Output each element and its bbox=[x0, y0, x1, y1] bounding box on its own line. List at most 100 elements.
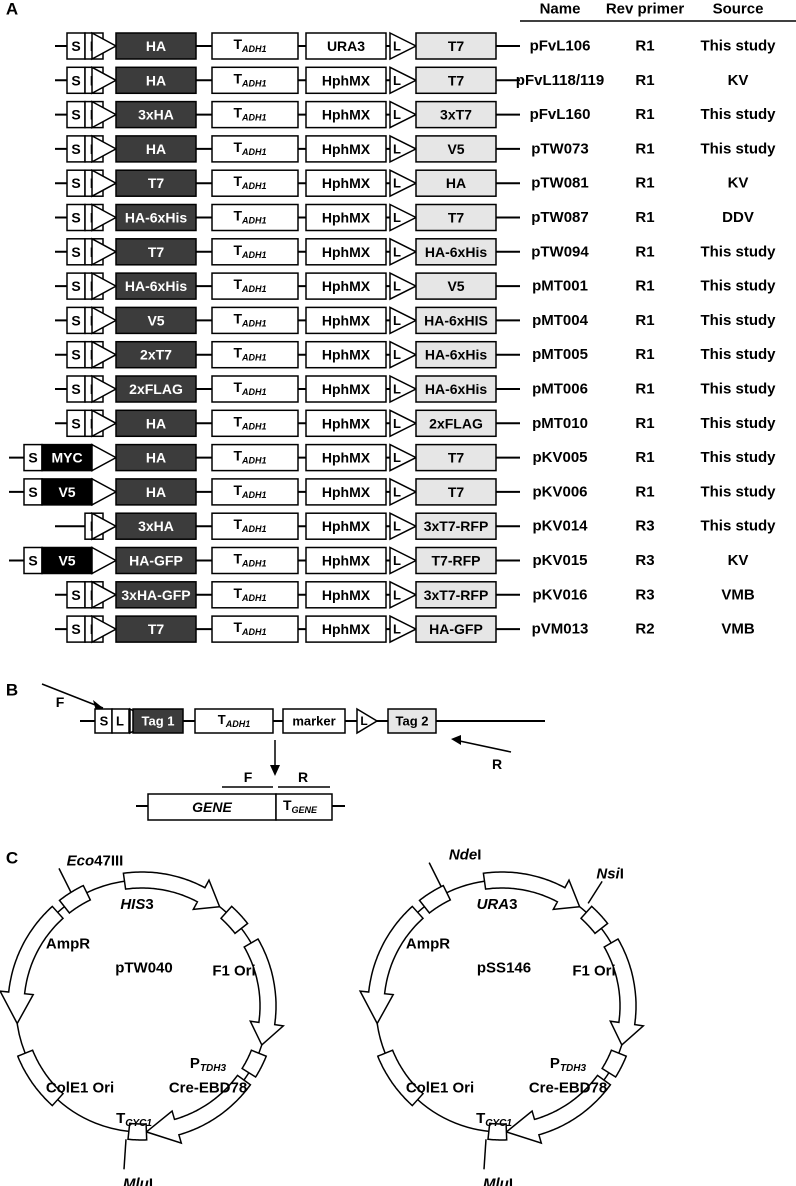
terminator-box bbox=[211, 340, 299, 369]
f1-ori-arrow bbox=[603, 937, 646, 1047]
amp-promoter-box bbox=[58, 884, 92, 915]
tag2-box bbox=[415, 546, 497, 575]
lox-label-l: L bbox=[393, 244, 401, 259]
homology-f-label: F bbox=[244, 769, 253, 785]
lox-triangle bbox=[389, 409, 418, 438]
gene-box bbox=[147, 793, 277, 821]
rev-primer: R1 bbox=[635, 243, 654, 260]
marker-box bbox=[305, 512, 387, 540]
terminator-box bbox=[211, 615, 299, 643]
plasmid-name: pKV005 bbox=[532, 449, 587, 466]
plasmid-name: pKV014 bbox=[532, 518, 588, 535]
source: KV bbox=[728, 552, 749, 569]
b-spacer-label-s: S bbox=[100, 714, 109, 729]
plasmid-name: pKV016 bbox=[532, 586, 587, 603]
terminator-box bbox=[211, 66, 299, 95]
marker-box bbox=[305, 409, 387, 438]
terminator-label: TADH1 bbox=[233, 70, 266, 88]
site2-line bbox=[587, 880, 603, 904]
terminator-box bbox=[211, 581, 299, 609]
marker-box bbox=[305, 272, 387, 300]
linker-triangle bbox=[91, 134, 118, 164]
cre-ebd78-arrow bbox=[504, 1074, 612, 1145]
source: DDV bbox=[722, 209, 754, 226]
terminator-box bbox=[211, 169, 299, 197]
terminator-box bbox=[211, 409, 299, 438]
tag1-box bbox=[115, 478, 197, 506]
rev-primer: R3 bbox=[635, 518, 654, 535]
tag2-label: 3xT7-RFP bbox=[424, 518, 489, 534]
linker-triangle bbox=[91, 580, 118, 610]
tag2-box bbox=[415, 32, 497, 60]
tag2-box bbox=[415, 615, 497, 643]
tag2-box bbox=[415, 135, 497, 163]
lox-triangle bbox=[389, 580, 418, 610]
tag1-box bbox=[115, 546, 197, 575]
marker-box bbox=[305, 203, 387, 232]
tag2-box bbox=[415, 512, 497, 540]
terminator-label: TADH1 bbox=[233, 242, 266, 260]
terminator-label: TADH1 bbox=[233, 105, 266, 123]
terminator-box bbox=[211, 100, 299, 129]
lox-triangle bbox=[389, 374, 418, 404]
linker-triangle bbox=[91, 168, 118, 198]
plasmid-name: pMT001 bbox=[532, 278, 588, 295]
rev-primer: R1 bbox=[635, 175, 654, 192]
tag2-label: 3xT7 bbox=[440, 107, 472, 123]
site2-label: NsiI bbox=[596, 865, 624, 882]
plasmid-name: pTW081 bbox=[531, 175, 589, 192]
lox-label-l: L bbox=[393, 279, 401, 294]
spacer-label-s: S bbox=[71, 587, 80, 603]
tag1-box bbox=[115, 272, 197, 300]
source: KV bbox=[728, 175, 749, 192]
n-tag-label: V5 bbox=[58, 484, 75, 500]
lox-label-l: L bbox=[393, 313, 401, 328]
plasmid-name: pTW087 bbox=[531, 209, 589, 226]
linker-triangle bbox=[91, 546, 118, 575]
linker-triangle bbox=[91, 306, 118, 335]
spacer-label-s: S bbox=[71, 347, 80, 363]
tag2-box bbox=[415, 581, 497, 609]
lox-triangle bbox=[389, 134, 418, 164]
tag1-box bbox=[115, 375, 197, 403]
lox-label-l: L bbox=[393, 347, 401, 362]
cre-label: Cre-EBD78 bbox=[169, 1080, 247, 1097]
lox-label-l: L bbox=[393, 484, 401, 499]
spacer-label-s: S bbox=[71, 210, 80, 226]
tag1-box bbox=[115, 409, 197, 438]
marker-box bbox=[305, 581, 387, 609]
tag2-label: T7 bbox=[448, 450, 465, 466]
marker-gene-label: HIS3 bbox=[120, 896, 153, 913]
site1-line bbox=[428, 862, 442, 887]
terminator-label: TADH1 bbox=[233, 413, 266, 431]
terminator-label: TADH1 bbox=[233, 379, 266, 397]
terminator-label: TADH1 bbox=[233, 619, 266, 637]
terminator-box bbox=[211, 272, 299, 300]
plasmid-name: pVM013 bbox=[532, 621, 589, 638]
b-linker-label-l: L bbox=[116, 714, 124, 729]
spacer-label-s: S bbox=[71, 621, 80, 637]
tag2-label: T7 bbox=[448, 38, 465, 54]
cole1-ori-label: ColE1 Ori bbox=[406, 1080, 474, 1097]
source: This study bbox=[700, 106, 776, 123]
terminator-box bbox=[211, 32, 299, 60]
tag1-label: HA-6xHis bbox=[125, 210, 187, 226]
lox-label-l: L bbox=[393, 382, 401, 397]
gene-terminator-label: TGENE bbox=[283, 797, 318, 815]
lox-triangle bbox=[389, 340, 418, 369]
rev-primer: R1 bbox=[635, 415, 654, 432]
b-lox-label-l: L bbox=[360, 714, 367, 728]
ptdh3-box bbox=[241, 1049, 268, 1079]
marker-box bbox=[305, 375, 387, 403]
plasmid-name-label: pSS146 bbox=[477, 960, 531, 977]
header-name: Name bbox=[540, 1, 581, 18]
spacer-label-s: S bbox=[71, 72, 80, 88]
source: This study bbox=[700, 140, 776, 157]
lox-triangle bbox=[389, 546, 418, 575]
source: VMB bbox=[721, 621, 755, 638]
tag2-box bbox=[415, 66, 497, 95]
linker-triangle bbox=[91, 100, 118, 129]
mlui-site-label: MluI bbox=[483, 1175, 513, 1186]
spacer-label-s: S bbox=[28, 484, 37, 500]
plasmid-name: pMT006 bbox=[532, 381, 588, 398]
